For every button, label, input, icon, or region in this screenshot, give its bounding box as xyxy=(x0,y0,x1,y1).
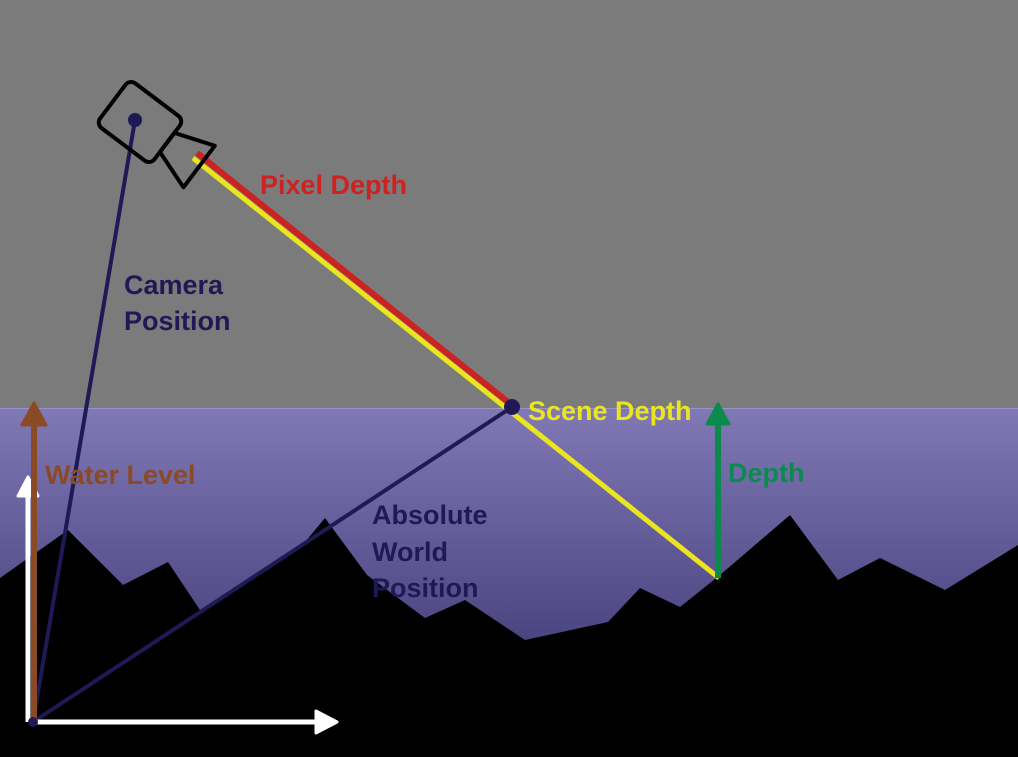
sky-background xyxy=(0,0,1018,410)
camera-lens xyxy=(157,130,217,190)
x-axis-arrowhead xyxy=(314,709,339,735)
pixel-depth-ray xyxy=(195,150,510,405)
depth-arrowhead xyxy=(705,402,731,426)
water-level-arrowhead xyxy=(20,401,48,427)
depth-label: Depth xyxy=(728,458,805,488)
pixel-depth-label: Pixel Depth xyxy=(260,170,407,200)
scene-point xyxy=(504,399,520,415)
absolute-world-position-vector xyxy=(31,405,514,724)
origin-point xyxy=(28,717,38,727)
scene-depth-label: Scene Depth xyxy=(528,396,692,426)
camera-position-label-line1: Camera xyxy=(124,270,224,300)
water-level-arrow xyxy=(20,401,48,722)
water-level-label: Water Level xyxy=(45,460,196,490)
scene-depth-ray xyxy=(191,156,721,580)
camera-point xyxy=(128,113,142,127)
terrain-silhouette xyxy=(0,515,1018,757)
video-camera-icon xyxy=(96,79,217,190)
absolute-world-position-label-line1: Absolute xyxy=(372,500,488,530)
camera-position-label-line2: Position xyxy=(124,306,231,336)
camera-position-vector xyxy=(31,119,137,723)
depth-arrow xyxy=(705,402,731,578)
view-ray xyxy=(191,150,721,580)
absolute-world-position-label-line3: Position xyxy=(372,573,479,603)
absolute-world-position-label-line2: World xyxy=(372,537,448,567)
